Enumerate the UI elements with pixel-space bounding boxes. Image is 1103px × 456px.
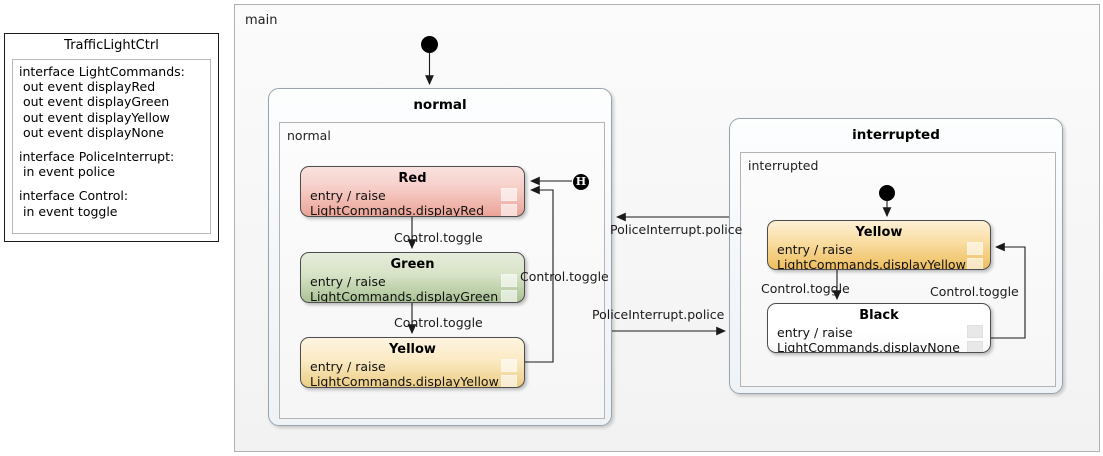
state-name-yellow: Yellow bbox=[389, 342, 436, 357]
panel-title: TrafficLightCtrl bbox=[64, 38, 159, 53]
state-entry-line1: entry / raise bbox=[777, 242, 853, 257]
initial-pseudostate-interrupted bbox=[879, 185, 895, 201]
interface-event: out event displayRed bbox=[19, 79, 156, 95]
region-label-normal: normal bbox=[287, 128, 331, 143]
state-entry-line1: entry / raise bbox=[310, 359, 386, 374]
interface-header: interface PoliceInterrupt: bbox=[19, 149, 175, 165]
transition-label-yellow-red: Control.toggle bbox=[520, 269, 609, 284]
state-entry-line2: LightCommands.displayGreen bbox=[310, 289, 499, 303]
history-pseudostate-icon: H bbox=[573, 174, 589, 190]
state-name-yellow: Yellow bbox=[855, 225, 903, 240]
interface-event: in event toggle bbox=[19, 203, 118, 219]
state-name-green: Green bbox=[390, 257, 435, 272]
state-entry-line1: entry / raise bbox=[310, 274, 386, 289]
submachine-badge-icon bbox=[967, 325, 983, 352]
submachine-badge-icon bbox=[967, 242, 983, 269]
panel-body: interface LightCommands: out event displ… bbox=[12, 59, 211, 234]
composite-title-interrupted: interrupted bbox=[852, 127, 940, 143]
state-name-red: Red bbox=[398, 171, 427, 186]
canvas-label: main bbox=[245, 13, 278, 28]
interface-header: interface LightCommands: bbox=[19, 64, 185, 79]
interface-event: out event displayYellow bbox=[19, 109, 170, 125]
interface-event: out event displayNone bbox=[19, 124, 164, 140]
state-entry-line2: LightCommands.displayYellow bbox=[310, 374, 499, 388]
transition-label-police-to-interrupted: PoliceInterrupt.police bbox=[592, 307, 725, 322]
state-entry-line2: LightCommands.displayNone bbox=[777, 340, 960, 353]
state-entry-line2: LightCommands.displayYellow bbox=[777, 257, 966, 270]
submachine-badge-icon bbox=[501, 359, 517, 387]
state-entry-line1: entry / raise bbox=[777, 325, 853, 340]
transition-label-green-yellow: Control.toggle bbox=[394, 315, 483, 330]
region-label-interrupted: interrupted bbox=[748, 158, 819, 173]
transition-label-yellow-black: Control.toggle bbox=[761, 281, 850, 296]
state-entry-line2: LightCommands.displayRed bbox=[310, 203, 485, 217]
submachine-badge-icon bbox=[501, 274, 517, 302]
transition-label-black-yellow: Control.toggle bbox=[930, 284, 1019, 299]
transition-label-red-green: Control.toggle bbox=[394, 230, 483, 245]
initial-pseudostate-main bbox=[421, 36, 438, 53]
state-entry-line1: entry / raise bbox=[310, 188, 386, 203]
interface-header: interface Control: bbox=[19, 188, 129, 204]
interface-event: out event displayGreen bbox=[19, 94, 170, 110]
composite-title-normal: normal bbox=[413, 97, 467, 113]
interface-event: in event police bbox=[19, 164, 116, 180]
state-name-black: Black bbox=[859, 308, 899, 323]
transition-label-police-to-normal: PoliceInterrupt.police bbox=[610, 222, 743, 237]
traffic-light-ctrl-panel: TrafficLightCtrl interface LightCommands… bbox=[4, 33, 219, 242]
submachine-badge-icon bbox=[501, 188, 517, 216]
